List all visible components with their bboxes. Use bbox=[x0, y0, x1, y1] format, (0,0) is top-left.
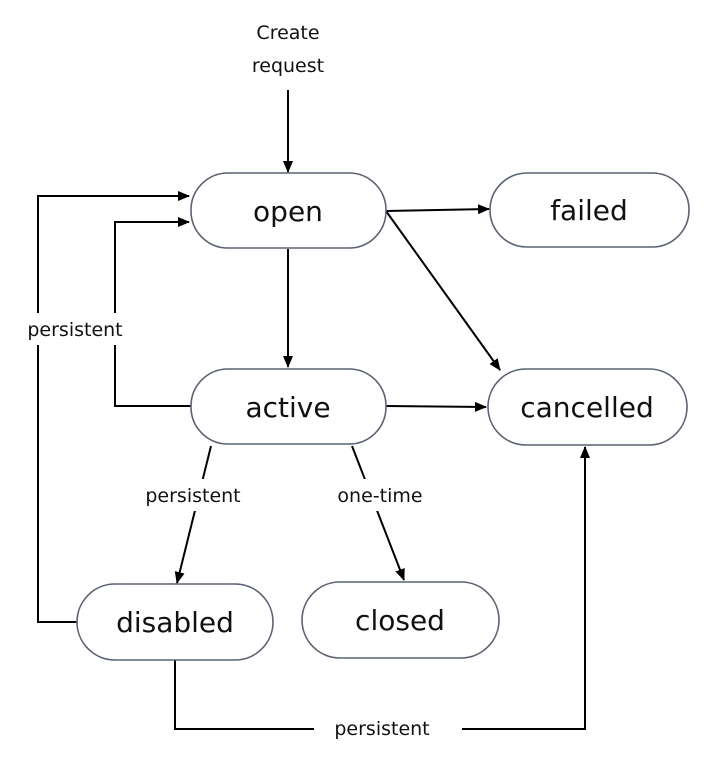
edge-label-disabled-to-open: persistent bbox=[27, 319, 122, 341]
edge-disabled-to-cancelled bbox=[174, 660, 314, 730]
state-failed-label: failed bbox=[550, 194, 628, 227]
start-label-line2: request bbox=[252, 55, 324, 77]
edge-open-to-cancelled bbox=[385, 210, 501, 371]
state-disabled-label: disabled bbox=[116, 606, 234, 639]
state-open: open bbox=[190, 172, 387, 249]
edge-label-active-to-disabled: persistent bbox=[145, 485, 240, 507]
edge-disabled-to-open bbox=[37, 191, 190, 623]
state-disabled: disabled bbox=[76, 583, 274, 661]
edge-active-to-closed bbox=[351, 445, 405, 581]
state-cancelled: cancelled bbox=[487, 368, 688, 446]
edge-active-to-cancelled bbox=[385, 401, 487, 412]
state-active-label: active bbox=[245, 391, 330, 424]
state-failed: failed bbox=[489, 172, 690, 248]
start-label-line1: Create bbox=[256, 22, 319, 44]
state-active: active bbox=[190, 368, 387, 445]
state-closed: closed bbox=[301, 581, 500, 659]
edge-label-disabled-to-cancelled: persistent bbox=[334, 718, 429, 740]
edge-label-active-to-closed: one-time bbox=[337, 485, 422, 507]
state-open-label: open bbox=[253, 195, 323, 228]
edge-open-to-failed bbox=[385, 204, 490, 215]
edge-disabled-to-cancelled-2 bbox=[462, 446, 590, 730]
edge-active-to-disabled bbox=[174, 445, 212, 584]
state-closed-label: closed bbox=[355, 604, 445, 637]
state-cancelled-label: cancelled bbox=[520, 391, 653, 424]
